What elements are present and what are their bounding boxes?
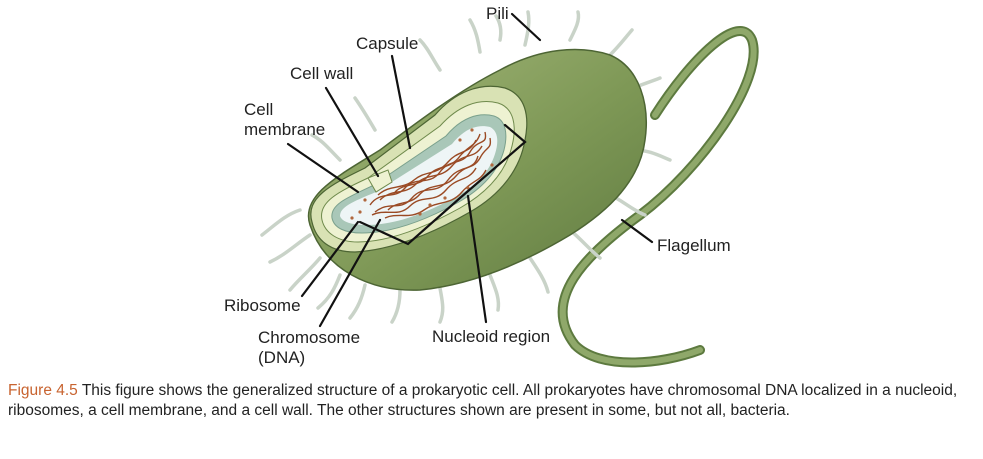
figure-number: Figure 4.5 <box>8 382 78 399</box>
label-chromosome-2: (DNA) <box>258 348 306 367</box>
label-capsule: Capsule <box>356 34 419 53</box>
label-cell-membrane-2: membrane <box>244 120 326 139</box>
label-chromosome-1: Chromosome <box>258 328 361 347</box>
label-pili: Pili <box>486 4 509 23</box>
prokaryote-diagram: Pili Capsule Cell wall Cell membrane Fla… <box>224 4 759 368</box>
ribosomes <box>350 128 494 220</box>
caption-text: This figure shows the generalized struct… <box>8 382 958 419</box>
label-cell-membrane-1: Cell <box>244 100 274 119</box>
label-flagellum: Flagellum <box>657 236 731 255</box>
cytoplasm <box>340 126 498 225</box>
figure-caption: Figure 4.5 This figure shows the general… <box>8 381 973 421</box>
label-ribosome: Ribosome <box>224 296 301 315</box>
cell-illustration <box>260 10 759 368</box>
label-cell-wall: Cell wall <box>290 64 354 83</box>
chromosome-dna <box>369 131 492 219</box>
leader-lines <box>286 12 654 328</box>
label-nucleoid-region: Nucleoid region <box>432 327 551 346</box>
